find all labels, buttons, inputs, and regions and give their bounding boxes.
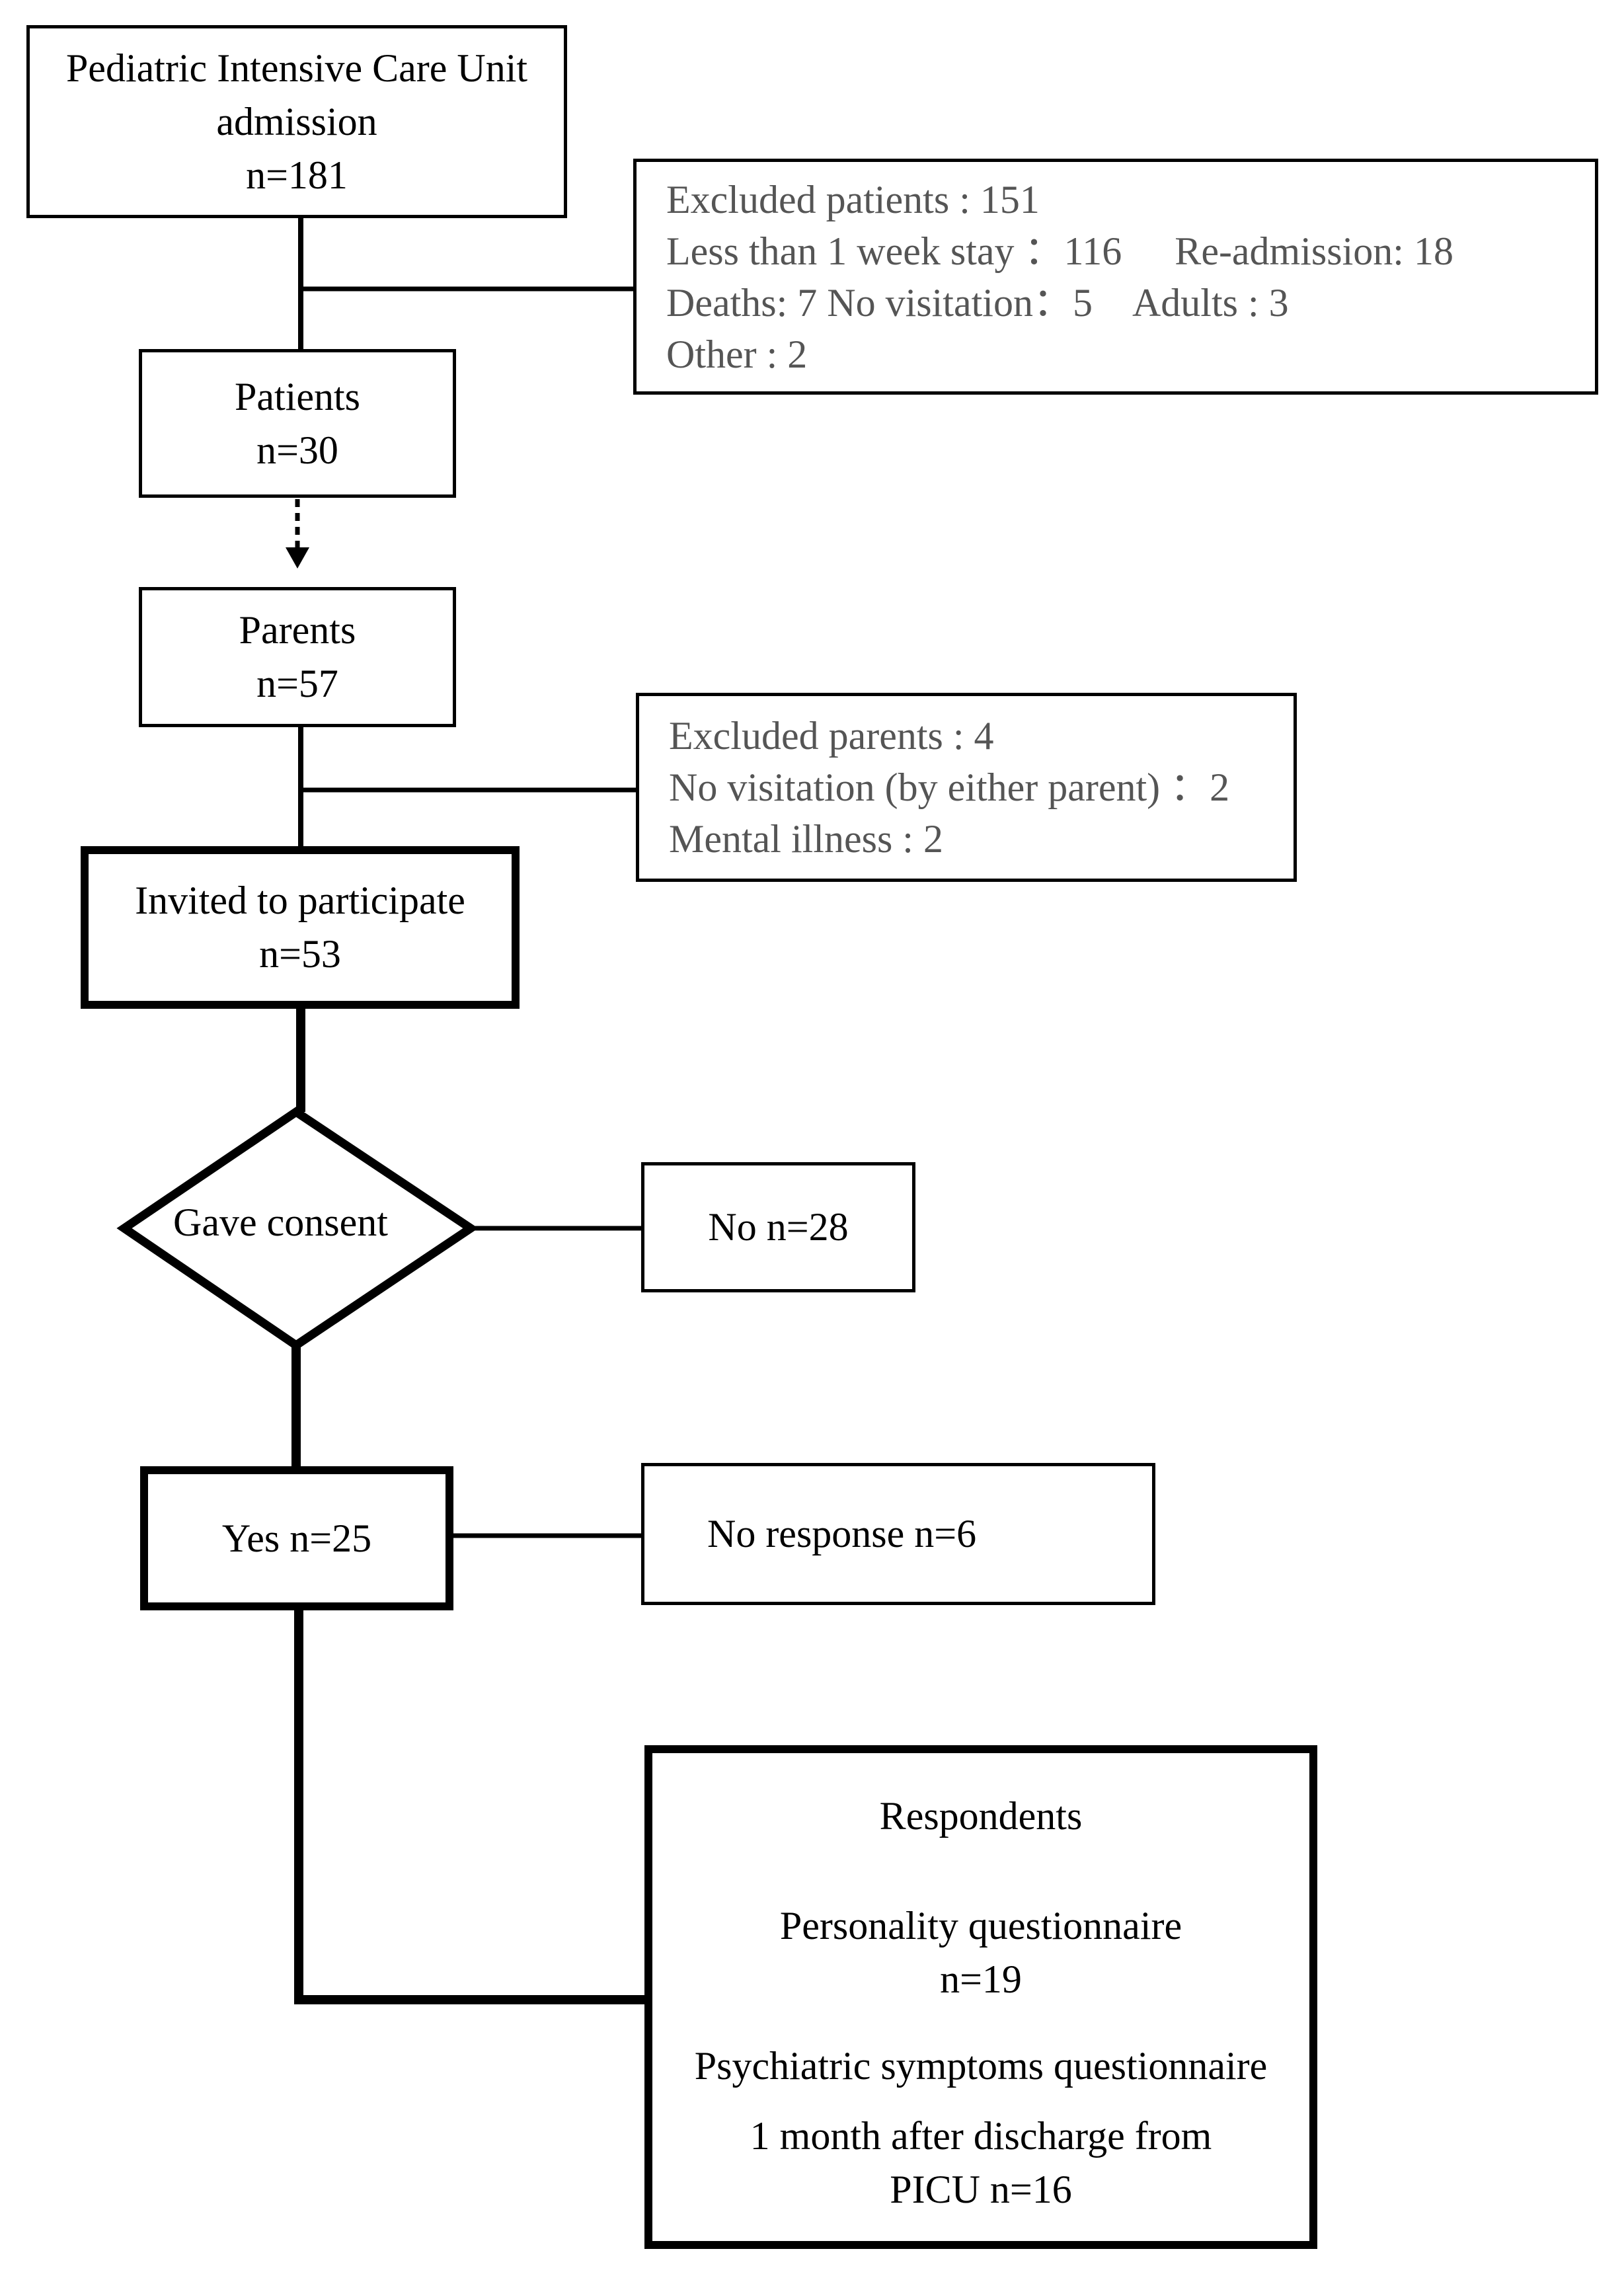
- parents-box: Parents n=57: [139, 587, 456, 727]
- parents-no-visitation-count: No visitation (by either parent) ：2: [669, 766, 1230, 809]
- invited-box: Invited to participate n=53: [81, 846, 520, 1009]
- patients-box: Patients n=30: [139, 349, 456, 498]
- yes-consent-count: Yes n=25: [221, 1516, 372, 1560]
- readmission-count: Re-admission: 18: [1175, 229, 1453, 273]
- psychiatric-questionnaire-count: PICU n=16: [890, 2168, 1072, 2211]
- respondents-title: Respondents: [879, 1794, 1083, 1838]
- picu-label-line1: Pediatric Intensive Care Unit: [65, 46, 528, 90]
- no-consent-count: No n=28: [708, 1205, 849, 1249]
- yes-consent-box: Yes n=25: [140, 1466, 453, 1610]
- excluded-patients-line2: Less than 1 week stay ：116 Re-admission: …: [666, 225, 1453, 277]
- invited-count: n=53: [259, 932, 341, 976]
- excluded-parents-box: Excluded parents : 4 No visitation (by e…: [636, 693, 1297, 882]
- personality-questionnaire-count: n=19: [940, 1957, 1022, 2001]
- no-response-box: No response n=6: [641, 1463, 1155, 1605]
- psychiatric-questionnaire-label: Psychiatric symptoms questionnaire: [694, 2044, 1268, 2088]
- mental-illness-count: Mental illness : 2: [669, 817, 943, 861]
- connector-yes-respondents: [294, 1606, 648, 2004]
- personality-questionnaire-label: Personality questionnaire: [779, 1904, 1182, 1948]
- picu-label-line2: admission: [216, 99, 377, 143]
- picu-count: n=181: [246, 153, 348, 197]
- excluded-patients-total: Excluded patients : 151: [666, 177, 1040, 221]
- patients-count: n=30: [256, 428, 338, 472]
- short-stay-count: Less than 1 week stay ：116: [666, 229, 1122, 273]
- no-consent-box: No n=28: [641, 1162, 915, 1292]
- deaths-novisitation-count: Deaths: 7 No visitation：5: [666, 280, 1093, 325]
- gave-consent-label: Gave consent: [173, 1200, 388, 1244]
- respondents-box: Respondents Personality questionnaire n=…: [644, 1745, 1317, 2249]
- consent-diamond-shape: [116, 1107, 479, 1351]
- no-response-count: No response n=6: [707, 1512, 977, 1555]
- excluded-parents-total: Excluded parents : 4: [669, 714, 994, 758]
- invited-label: Invited to participate: [135, 879, 465, 922]
- excluded-patients-line3: Deaths: 7 No visitation：5 Adults : 3: [666, 277, 1289, 329]
- arrow-head-icon: [286, 547, 309, 569]
- picu-admission-box: Pediatric Intensive Care Unit admission …: [26, 25, 567, 218]
- excluded-patients-box: Excluded patients : 151 Less than 1 week…: [633, 159, 1598, 395]
- psychiatric-timing-label: 1 month after discharge from: [750, 2114, 1212, 2158]
- other-count: Other : 2: [666, 332, 808, 376]
- parents-label: Parents: [239, 608, 356, 652]
- adults-count: Adults : 3: [1132, 280, 1289, 325]
- patients-label: Patients: [235, 374, 360, 418]
- parents-count: n=57: [256, 662, 338, 705]
